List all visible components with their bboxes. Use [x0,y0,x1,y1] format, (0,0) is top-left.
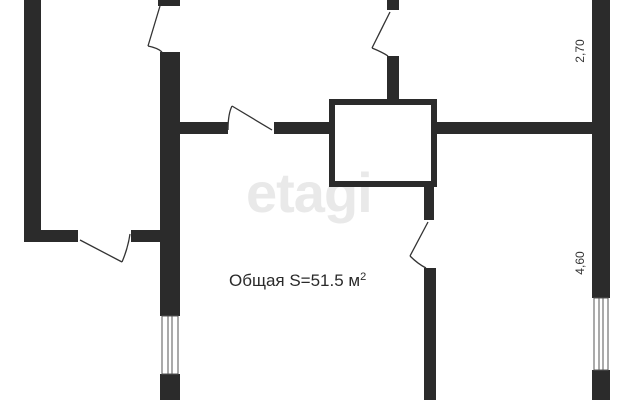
dimension-upper-right: 2,70 [573,39,587,63]
watermark-logo: etagi [246,161,373,224]
wall [180,122,228,134]
door-swing [147,45,163,53]
wall [592,0,610,298]
door-swing [371,11,391,49]
wall [131,230,161,242]
area-unit-exponent: 2 [360,271,367,283]
total-area-label: Общая S=51.5 м2 [229,271,366,291]
door-swing [409,255,427,269]
door-swing [227,105,233,131]
door-swing [409,221,429,257]
wall [424,268,436,400]
door-swing [147,5,161,47]
wall [274,122,334,134]
dimension-lower-right: 4,60 [573,251,587,275]
wall [160,374,180,400]
windows [161,297,609,375]
walls [24,0,610,400]
wall [158,0,180,6]
door-swing [371,47,389,57]
wall [24,0,41,242]
wall [434,122,594,134]
total-area-text: Общая S=51.5 м [229,271,361,290]
wall [24,230,78,242]
shaft [329,99,437,187]
door-swing [121,233,131,263]
doors [79,5,429,269]
door-swing [231,105,273,131]
wall [592,370,610,400]
wall [387,0,399,10]
door-swing [79,239,123,263]
wall [424,184,434,220]
window [161,315,179,375]
wall [387,56,399,104]
wall [160,52,180,316]
window [593,297,609,371]
